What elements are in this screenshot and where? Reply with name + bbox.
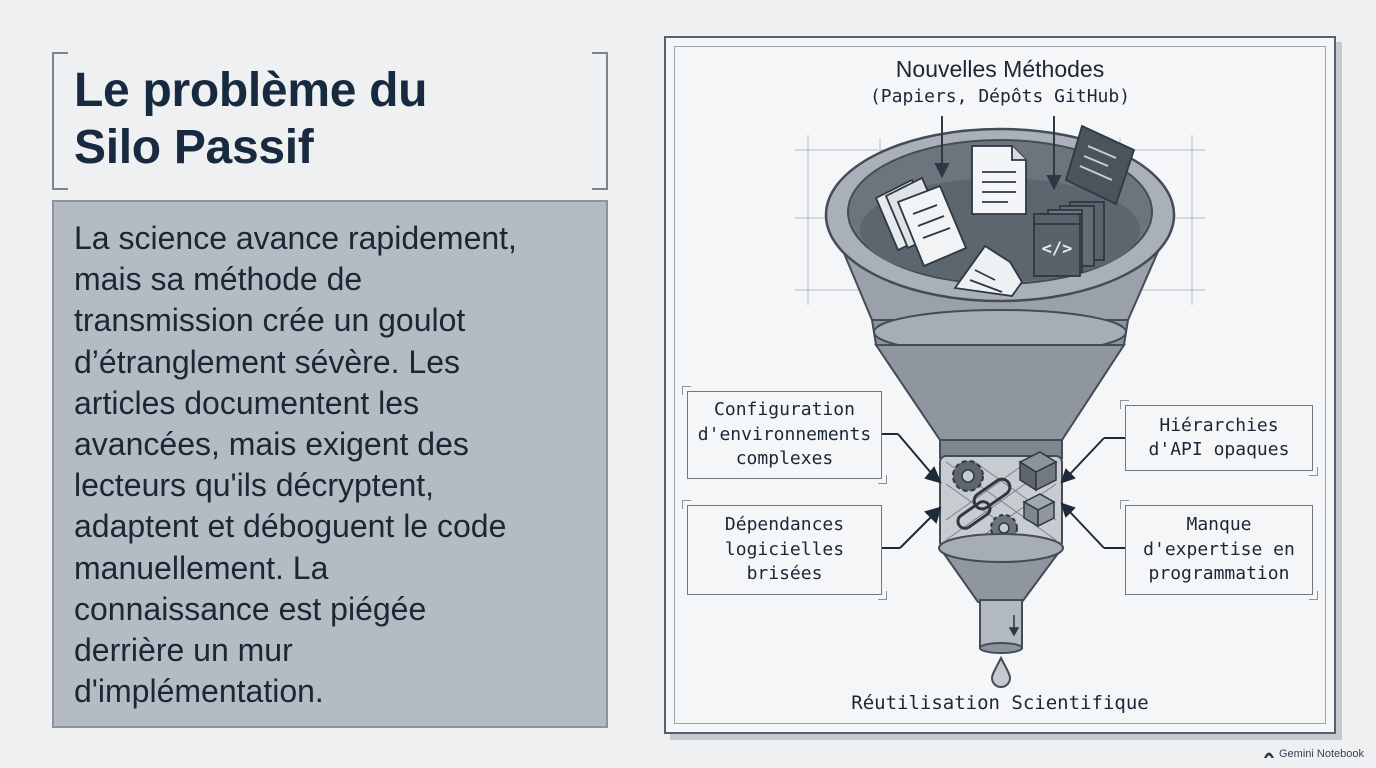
callout-broken-dependencies: Dépendances logicielles brisées	[682, 500, 887, 600]
document-stack-icon	[874, 176, 968, 268]
callout-opaque-api: Hiérarchies d'API opaques	[1120, 400, 1318, 476]
diagram-frame-inner-border	[674, 46, 1326, 724]
gear-icon	[952, 460, 984, 492]
water-drop-icon	[990, 655, 1012, 688]
page-title: Le problème du Silo Passif	[74, 64, 428, 174]
body-text: La science avance rapidement, mais sa mé…	[74, 220, 517, 710]
spout	[979, 599, 1023, 649]
funnel-neck	[939, 439, 1063, 459]
bracket-left	[52, 52, 68, 190]
spout-arrow-icon	[1008, 615, 1020, 637]
callout-environment-config: Configuration d'environnements complexes	[682, 386, 887, 484]
document-icon-falling	[953, 244, 1024, 297]
output-label: Réutilisation Scientifique	[851, 692, 1149, 714]
funnel-cone	[874, 344, 1126, 441]
watermark: Gemini Notebook	[1263, 748, 1364, 760]
lower-ring	[938, 533, 1064, 563]
input-arrows	[934, 116, 1062, 191]
bracket-right	[592, 52, 608, 190]
code-window-icon	[1064, 124, 1136, 206]
code-files-icon	[1033, 201, 1105, 277]
notebook-logo-icon	[1264, 752, 1274, 758]
callout-programming-expertise: Manque d'expertise en programmation	[1120, 500, 1318, 600]
document-icon	[971, 145, 1027, 215]
cube-icon	[1018, 451, 1058, 528]
callout-arrows	[882, 433, 1125, 549]
body-text-panel: La science avance rapidement, mais sa mé…	[52, 200, 608, 728]
title-bracket: Le problème du Silo Passif	[52, 52, 608, 190]
input-title: Nouvelles Méthodes	[895, 56, 1105, 82]
input-subtitle: (Papiers, Dépôts GitHub)	[869, 86, 1131, 107]
code-icon-glyph: </>	[1042, 239, 1073, 259]
watermark-text: Gemini Notebook	[1279, 748, 1364, 760]
spout-opening	[979, 642, 1023, 654]
broken-chain-icon	[956, 477, 1012, 530]
